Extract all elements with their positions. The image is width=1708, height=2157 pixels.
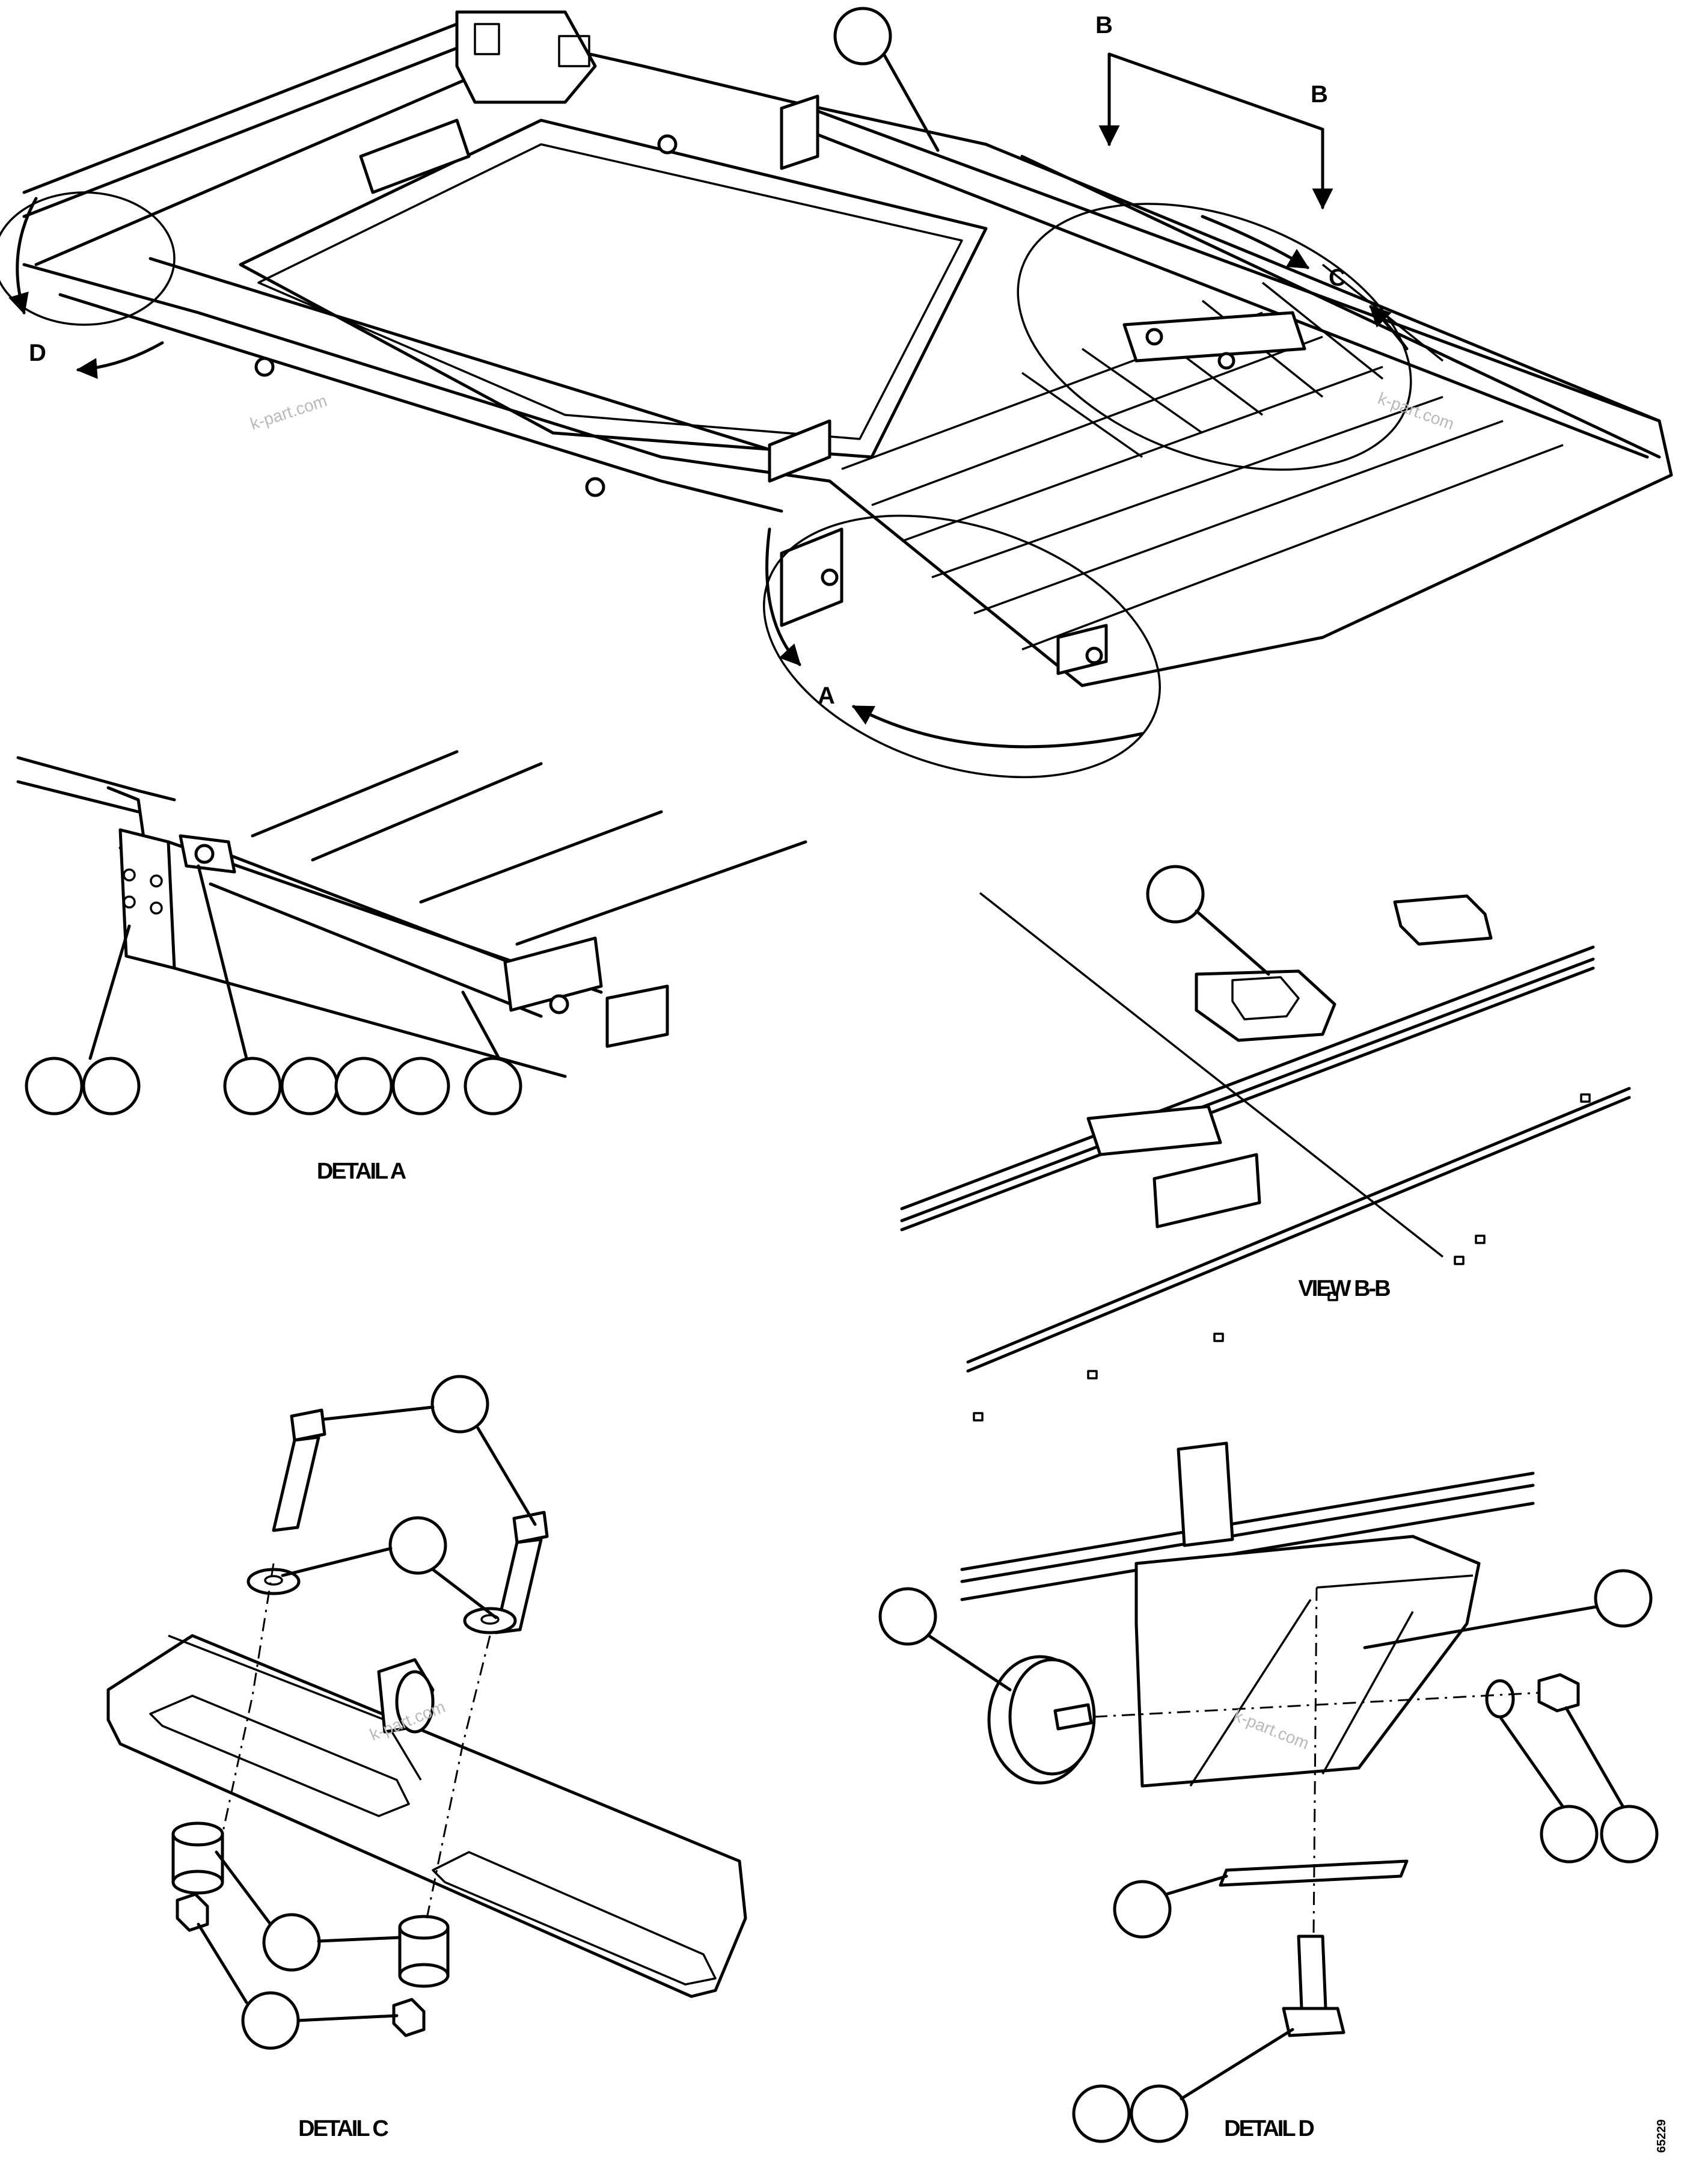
callout-bubble: [223, 1057, 282, 1115]
sheet-id: 65229: [1655, 2119, 1668, 2153]
detail-d-drawing: [960, 1441, 1580, 2037]
arrow-d: [8, 197, 38, 315]
caption-detail-d: DETAIL D: [1224, 2116, 1314, 2141]
section-line-bb: [1107, 52, 1324, 131]
callout-bubble: [1540, 1805, 1599, 1864]
callout-bubble: [1130, 2084, 1189, 2143]
callout-bubble: [833, 7, 892, 66]
callout-bubble: [241, 1991, 300, 2050]
callout-bubble: [430, 1375, 489, 1434]
callout-bubble: [388, 1516, 447, 1575]
watermark: k-part.com: [248, 391, 329, 433]
view-marker-b-right: B: [1311, 81, 1328, 108]
callout-bubble: [280, 1057, 339, 1115]
detail-a-ellipse: [763, 514, 1161, 779]
watermark: k-part.com: [1376, 389, 1457, 434]
callout-bubble: [1594, 1569, 1653, 1628]
callout-bubble: [82, 1057, 141, 1115]
callout-bubble: [391, 1057, 450, 1115]
view-marker-a: A: [818, 683, 835, 709]
callout-bubble: [1146, 865, 1205, 924]
detail-d-ellipse: [0, 191, 176, 326]
arrow-c: [1201, 215, 1310, 269]
frame-assembly-overview: [22, 10, 1673, 687]
callout-bubble: [334, 1057, 393, 1115]
arrow-a: [765, 527, 801, 666]
detail-a-drawing: [16, 750, 807, 1078]
view-marker-b-left: B: [1095, 12, 1113, 38]
caption-detail-a: DETAIL A: [317, 1159, 406, 1184]
caption-view-bb: VIEW B-B: [1298, 1276, 1390, 1301]
caption-detail-c: DETAIL C: [298, 2116, 388, 2141]
callout-bubble: [262, 1913, 321, 1972]
view-bb-drawing: [900, 892, 1631, 1422]
callout-bubble: [878, 1587, 937, 1646]
detail-c-ellipse: [1017, 203, 1412, 471]
callout-bubble: [25, 1057, 84, 1115]
callout-bubble: [464, 1057, 522, 1115]
detail-c-drawing: [106, 1408, 747, 2037]
view-marker-c: C: [1329, 265, 1346, 291]
callout-bubble: [1113, 1880, 1172, 1939]
callout-bubble: [1072, 2084, 1131, 2143]
view-marker-d: D: [29, 340, 46, 366]
callout-bubble: [1600, 1805, 1659, 1864]
